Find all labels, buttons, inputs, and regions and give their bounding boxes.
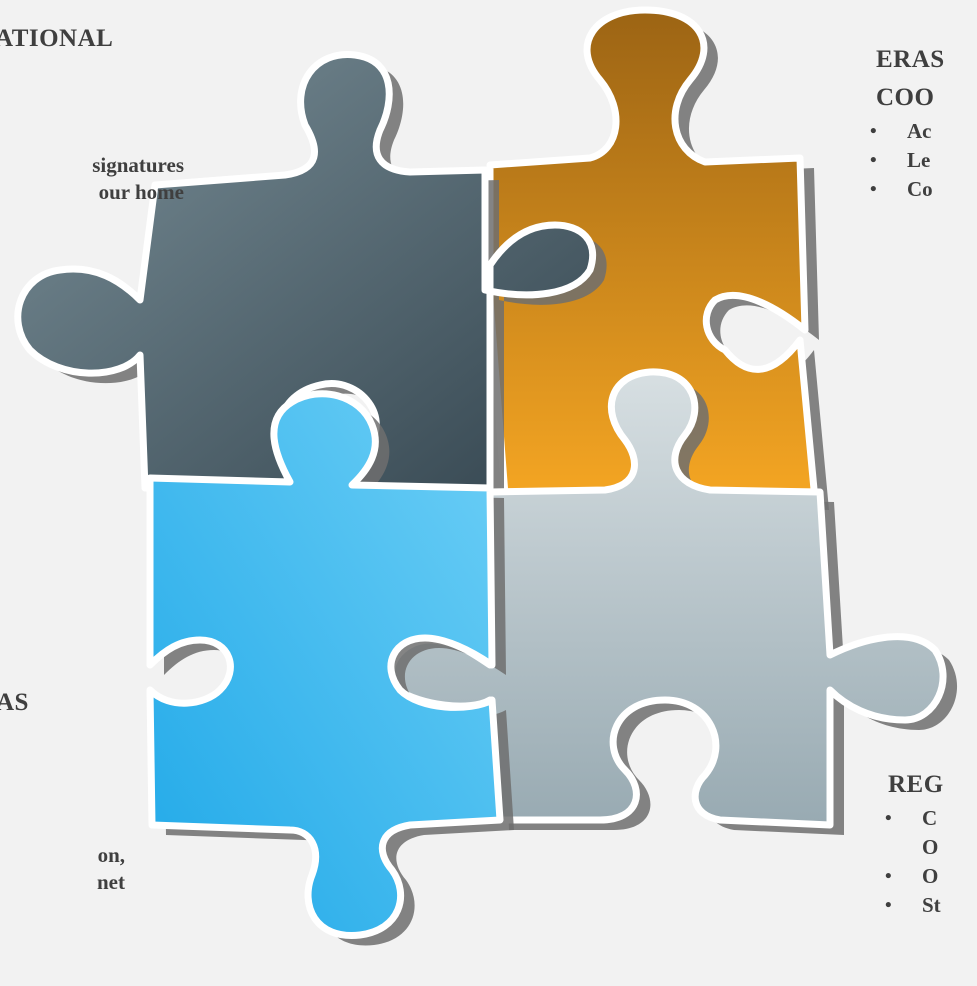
top-left-line-1: signatures bbox=[92, 153, 184, 177]
bottom-right-text: REG C O O St bbox=[885, 766, 944, 920]
top-right-text: ERAS COO Ac Le Co bbox=[870, 41, 945, 204]
top-left-title: ATIONAL bbox=[0, 25, 114, 52]
bottom-right-bullet-3: St bbox=[885, 891, 944, 920]
top-right-title-2: COO bbox=[876, 84, 935, 111]
bottom-right-bullets: C O O St bbox=[885, 804, 944, 920]
top-right-bullet-1: Ac bbox=[870, 117, 945, 146]
top-left-line-2: our home bbox=[98, 180, 184, 204]
top-right-bullet-2: Le bbox=[870, 146, 945, 175]
top-left-text: ATIONAL bbox=[0, 20, 113, 58]
bottom-left-title: AS bbox=[0, 689, 29, 716]
bottom-left-lines: on, net bbox=[97, 842, 125, 896]
top-left-lines: signatures our home bbox=[92, 152, 184, 206]
bottom-left-line-1: on, bbox=[97, 843, 125, 867]
top-right-bullet-3: Co bbox=[870, 175, 945, 204]
puzzle-piece-blue bbox=[146, 390, 514, 946]
puzzle-piece-orange bbox=[486, 6, 829, 510]
top-right-title-1: ERAS bbox=[876, 46, 945, 73]
bottom-left-line-2: net bbox=[97, 870, 125, 894]
bottom-right-bullet-1: C O bbox=[885, 804, 944, 862]
top-right-bullets: Ac Le Co bbox=[870, 117, 945, 204]
bottom-left-text: AS bbox=[0, 684, 29, 722]
bottom-right-bullet-2: O bbox=[885, 862, 944, 891]
bottom-right-title: REG bbox=[888, 771, 944, 798]
